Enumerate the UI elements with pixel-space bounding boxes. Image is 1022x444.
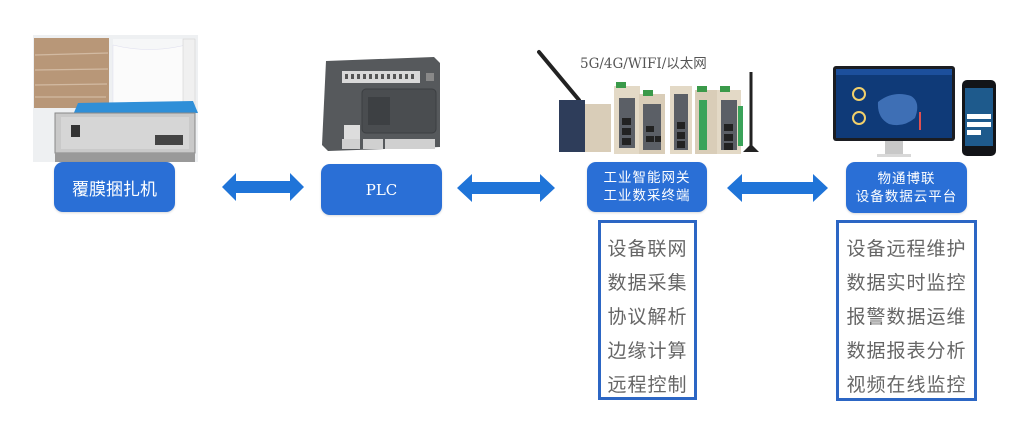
wrapping-machine-label: 覆膜捆扎机 xyxy=(72,179,157,200)
gateway-node: 工业智能网关 工业数采终端 xyxy=(587,162,707,212)
list-item: 设备联网 xyxy=(607,238,688,260)
list-item: 远程控制 xyxy=(607,374,688,396)
plc-node: PLC xyxy=(321,164,442,215)
list-item: 报警数据运维 xyxy=(846,306,967,328)
list-item: 边缘计算 xyxy=(607,340,688,362)
cloud-label-line2: 设备数据云平台 xyxy=(855,188,958,205)
gateway-label-line1: 工业智能网关 xyxy=(603,170,691,186)
list-item: 视频在线监控 xyxy=(846,374,967,396)
plc-label: PLC xyxy=(365,180,398,199)
cloud-platform-image xyxy=(833,66,998,162)
list-item: 数据报表分析 xyxy=(846,340,967,362)
wrapping-machine-image xyxy=(33,35,198,162)
list-item: 协议解析 xyxy=(607,306,688,328)
gateway-feature-list: 设备联网 数据采集 协议解析 边缘计算 远程控制 xyxy=(598,220,697,400)
wrapping-machine-node: 覆膜捆扎机 xyxy=(54,162,175,212)
plc-image xyxy=(322,55,442,155)
double-arrow-icon xyxy=(457,173,555,203)
list-item: 设备远程维护 xyxy=(846,238,967,260)
gateway-devices-image xyxy=(537,48,762,156)
list-item: 数据采集 xyxy=(607,272,688,294)
cloud-feature-list: 设备远程维护 数据实时监控 报警数据运维 数据报表分析 视频在线监控 xyxy=(836,220,977,401)
network-label: 5G/4G/WIFI/以太网 xyxy=(580,56,707,72)
list-item: 数据实时监控 xyxy=(846,272,967,294)
gateway-label-line2: 工业数采终端 xyxy=(603,188,691,204)
cloud-label-line1: 物通博联 xyxy=(877,170,936,187)
double-arrow-icon xyxy=(727,173,828,203)
double-arrow-icon xyxy=(222,172,304,202)
cloud-node: 物通博联 设备数据云平台 xyxy=(846,162,967,213)
